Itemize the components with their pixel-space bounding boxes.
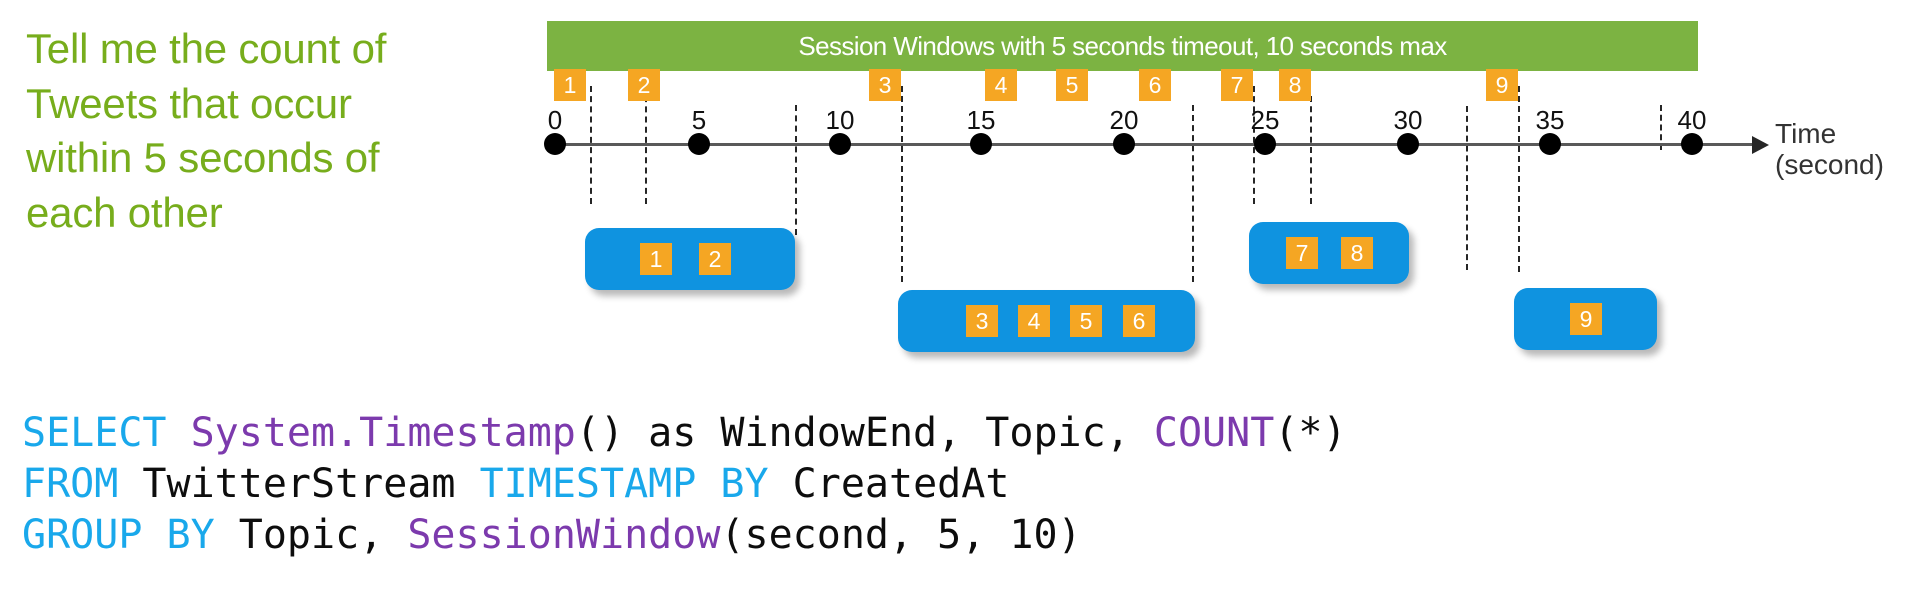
timeline-tick-label: 10 — [825, 105, 855, 135]
timeline-tick-dot — [1539, 133, 1561, 155]
session-window-event-marker: 4 — [1018, 305, 1050, 337]
session-window-event-marker: 8 — [1341, 237, 1373, 269]
session-window-event-marker: 2 — [699, 243, 731, 275]
session-window-event-marker: 3 — [966, 305, 998, 337]
timeline-tick-dot — [1113, 133, 1135, 155]
window-boundary-line — [1310, 96, 1312, 204]
session-window-event-marker: 5 — [1070, 305, 1102, 337]
timeline-tick-dot — [1254, 133, 1276, 155]
session-window-box: 9 — [1514, 288, 1657, 350]
window-boundary-line — [1518, 86, 1520, 272]
timeline-tick-dot — [829, 133, 851, 155]
session-window-diagram: Session Windows with 5 seconds timeout, … — [544, 21, 1884, 352]
event-marker: 9 — [1486, 69, 1518, 101]
sql-token: FROM — [22, 461, 143, 507]
timeline-tick-label: 35 — [1535, 105, 1565, 135]
timeline-tick-label: 30 — [1393, 105, 1423, 135]
sql-token: System.Timestamp — [190, 410, 576, 456]
timeline-axis-title: Time (second) — [1775, 118, 1884, 181]
window-boundary-line — [1192, 105, 1194, 282]
sql-token: TIMESTAMP BY — [479, 461, 793, 507]
timeline-tick-dot — [688, 133, 710, 155]
timeline-tick-label: 5 — [691, 105, 707, 135]
event-marker: 1 — [554, 69, 586, 101]
sql-token: Topic, — [238, 512, 408, 558]
sql-token: () as WindowEnd, Topic, — [575, 410, 1154, 456]
timeline-tick-label: 25 — [1250, 105, 1280, 135]
event-marker: 3 — [869, 69, 901, 101]
event-marker: 5 — [1056, 69, 1088, 101]
sql-token: TwitterStream — [142, 461, 480, 507]
timeline-tick-dot — [970, 133, 992, 155]
timeline-arrow-icon — [1752, 136, 1769, 154]
timeline-tick-dot — [1397, 133, 1419, 155]
event-marker: 2 — [628, 69, 660, 101]
sql-line: GROUP BY Topic, SessionWindow(second, 5,… — [22, 510, 1347, 561]
sql-line: FROM TwitterStream TIMESTAMP BY CreatedA… — [22, 459, 1347, 510]
timeline-tick-label: 40 — [1677, 105, 1707, 135]
sql-token: SessionWindow — [407, 512, 721, 558]
window-boundary-line — [901, 86, 903, 282]
event-marker: 8 — [1279, 69, 1311, 101]
timeline-tick-dot — [544, 133, 566, 155]
timeline-tick-label: 0 — [547, 105, 563, 135]
session-window-event-marker: 7 — [1286, 237, 1318, 269]
session-window-event-marker: 1 — [640, 243, 672, 275]
session-window-event-marker: 9 — [1570, 303, 1602, 335]
window-boundary-line — [1466, 106, 1468, 270]
event-marker: 4 — [985, 69, 1017, 101]
sql-token: CreatedAt — [792, 461, 1010, 507]
session-window-banner-label: Session Windows with 5 seconds timeout, … — [798, 31, 1447, 61]
event-marker: 6 — [1139, 69, 1171, 101]
sql-token: (second, 5, 10) — [720, 512, 1082, 558]
window-boundary-line — [795, 105, 797, 235]
sql-token: SELECT — [22, 410, 191, 456]
sql-token: COUNT — [1153, 410, 1275, 456]
sql-line: SELECT System.Timestamp() as WindowEnd, … — [22, 408, 1347, 459]
sql-token: (*) — [1274, 410, 1347, 456]
window-boundary-line — [1660, 105, 1662, 150]
prompt-question-text: Tell me the count of Tweets that occur w… — [26, 25, 387, 236]
sql-query-block: SELECT System.Timestamp() as WindowEnd, … — [22, 408, 1347, 561]
session-window-banner: Session Windows with 5 seconds timeout, … — [547, 21, 1698, 71]
timeline-tick-label: 20 — [1109, 105, 1139, 135]
timeline-tick-dot — [1681, 133, 1703, 155]
session-window-event-marker: 6 — [1123, 305, 1155, 337]
sql-token: GROUP BY — [22, 512, 239, 558]
timeline-axis-line — [552, 143, 1757, 146]
timeline-tick-label: 15 — [966, 105, 996, 135]
event-marker: 7 — [1221, 69, 1253, 101]
